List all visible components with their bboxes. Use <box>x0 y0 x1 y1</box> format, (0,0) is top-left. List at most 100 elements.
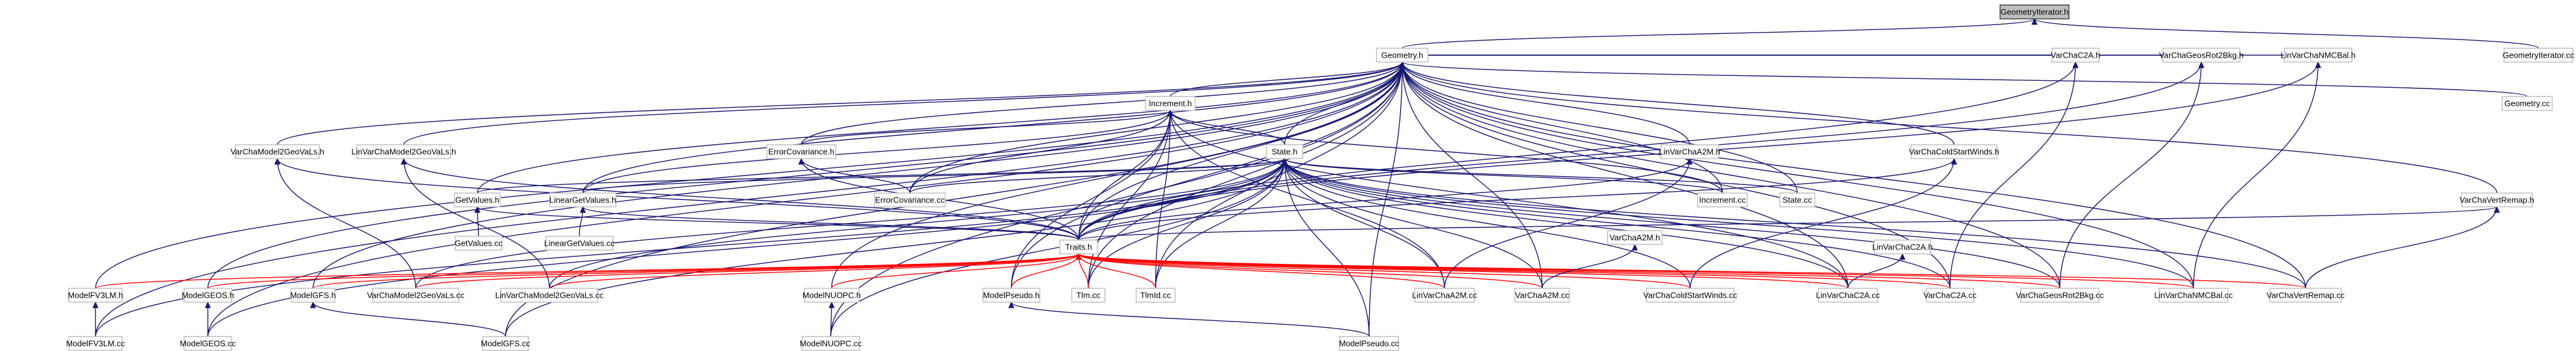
edge-linvarchanmcbal_h-to-linvarchanmcbal_cc <box>2193 61 2321 289</box>
edge-traits_h-to-varchageostrf2bkg_cc <box>1075 253 2061 289</box>
node-label: Tlm.cc <box>1076 291 1101 300</box>
node-label: Geometry.cc <box>2505 99 2550 108</box>
edge-modelfv3lm_h-to-modelfv3lm_cc <box>92 301 99 337</box>
node-label: ModelGFS.cc <box>481 339 530 348</box>
node-increment-cc[interactable]: Increment.cc <box>1697 192 1748 207</box>
node-label: VarChaA2M.cc <box>1515 291 1569 300</box>
node-label: TlmId.cc <box>1140 291 1171 300</box>
node-label: VarChaA2M.h <box>1609 233 1660 243</box>
node-getvalues-cc[interactable]: GetValues.cc <box>454 236 503 251</box>
node-label: VarChaVertRemap.cc <box>2267 291 2345 300</box>
node-label: LinVarChaC2A.h <box>1872 243 1933 252</box>
node-errorcovariance-h[interactable]: ErrorCovariance.h <box>766 144 836 159</box>
node-varchacoldstartwinds-cc[interactable]: VarChaColdStartWinds.cc <box>1643 288 1738 303</box>
node-linvarchaa2m-h[interactable]: LinVarChaA2M.h <box>1659 144 1720 159</box>
node-label: ModelFV3LM.cc <box>66 339 125 348</box>
node-varchaa2m-cc[interactable]: VarChaA2M.cc <box>1514 288 1570 303</box>
node-modelnuopc-cc[interactable]: ModelNUOPC.cc <box>800 336 862 351</box>
node-geometry-h[interactable]: Geometry.h <box>1376 48 1429 63</box>
node-modelgeos-cc[interactable]: ModelGEOS.cc <box>180 336 236 351</box>
node-label: State.cc <box>1783 196 1812 205</box>
node-varchac2a-cc[interactable]: VarChaC2A.cc <box>1923 288 1977 303</box>
node-geometryiterator-h[interactable]: GeometryIterator.h <box>1999 4 2070 19</box>
node-varchaa2m-h[interactable]: VarChaA2M.h <box>1607 230 1663 245</box>
node-varchacoldstartwinds-h[interactable]: VarChaColdStartWinds.h <box>1909 144 1999 159</box>
node-linvarchac2a-h[interactable]: LinVarChaC2A.h <box>1872 239 1933 254</box>
node-label: VarChaColdStartWinds.cc <box>1643 291 1738 300</box>
edge-varchamodel2geovars_h-to-varchamodel2geovars_cc <box>274 157 416 289</box>
node-traits-h[interactable]: Traits.h <box>1059 239 1098 254</box>
node-label: Traits.h <box>1065 243 1092 252</box>
node-varchageostrf2bkg-cc[interactable]: VarChaGeosRot2Bkg.cc <box>2016 288 2104 303</box>
node-state-h[interactable]: State.h <box>1266 144 1303 159</box>
edge-varchaa2m_h-to-varchaa2m_cc <box>1541 243 1638 289</box>
edge-geometry_h-to-modelgeos_h <box>207 61 1405 289</box>
node-label: GeometryIterator.cc <box>2503 51 2575 60</box>
node-label: VarChaGeosRot2Bkg.cc <box>2016 291 2104 300</box>
node-label: ModelPseudo.cc <box>1339 339 1400 348</box>
node-geometry-cc[interactable]: Geometry.cc <box>2502 96 2553 111</box>
node-modelfv3lm-cc[interactable]: ModelFV3LM.cc <box>66 336 125 351</box>
node-label: VarChaColdStartWinds.h <box>1909 147 1999 157</box>
node-label: ModelGEOS.cc <box>180 339 236 348</box>
node-linvarchanmcbal-h[interactable]: LinVarChaNMCBal.h <box>2281 48 2356 63</box>
node-errorcovariance-cc[interactable]: ErrorCovariance.cc <box>874 192 946 207</box>
node-lineargetvalues-h[interactable]: LinearGetValues.h <box>549 192 617 207</box>
node-label: LinearGetValues.cc <box>544 239 615 248</box>
edge-state_h-to-modelfv3lm_cc <box>95 157 1288 337</box>
edge-geometry_h-to-linvarchanmcbal_h <box>1422 52 2284 58</box>
node-modelpseudo-cc[interactable]: ModelPseudo.cc <box>1339 336 1400 351</box>
node-modelgeos-h[interactable]: ModelGEOS.h <box>182 288 234 303</box>
edge-varchavertremap_h-to-varchavertremap_cc <box>2305 206 2500 289</box>
node-label: LinVarChaA2M.cc <box>1412 291 1477 300</box>
node-linvarchanmcbal-cc[interactable]: LinVarChaNMCBal.cc <box>2154 288 2233 303</box>
node-modelgfs-cc[interactable]: ModelGFS.cc <box>481 336 530 351</box>
node-label: LinVarChaNMCBal.h <box>2281 51 2356 60</box>
node-tlm-cc[interactable]: Tlm.cc <box>1071 288 1106 303</box>
node-label: Increment.cc <box>1699 196 1746 205</box>
node-varchavertremap-h[interactable]: VarChaVertRemap.h <box>2460 192 2534 207</box>
edge-modelpseudo_h-to-modelpseudo_cc <box>1008 301 1370 337</box>
node-modelnuopc-h[interactable]: ModelNUOPC.h <box>803 288 861 303</box>
node-label: ModelNUOPC.h <box>803 291 861 300</box>
node-lineargetvalues-cc[interactable]: LinearGetValues.cc <box>544 236 615 251</box>
node-varchac2a-h[interactable]: VarChaC2A.h <box>2051 48 2100 63</box>
node-label: GeometryIterator.h <box>2001 8 2068 17</box>
edge-increment_h-to-errorcovariance_cc <box>909 109 1174 194</box>
edge-varchac2a_h-to-traits_h <box>1078 61 2079 241</box>
node-varchavertremap-cc[interactable]: VarChaVertRemap.cc <box>2267 288 2345 303</box>
node-geometryiterator-cc[interactable]: GeometryIterator.cc <box>2503 48 2575 63</box>
edge-geometryiterator_h-to-geometry_h <box>1402 18 2038 49</box>
edge-modelgeos_h-to-modelgeos_cc <box>205 301 211 337</box>
node-label: State.h <box>1271 147 1297 157</box>
node-label: LinearGetValues.h <box>550 196 617 205</box>
node-label: LinVarChaC2A.cc <box>1816 291 1881 300</box>
edge-modelnuopc_h-to-modelnuopc_cc <box>828 301 835 337</box>
node-label: LinVarChaNMCBal.cc <box>2154 291 2233 300</box>
edge-state_h-to-modelgfs_cc <box>505 157 1288 337</box>
node-state-cc[interactable]: State.cc <box>1779 192 1815 207</box>
node-linvarchamodel2geovars-h[interactable]: LinVarChaModel2GeoVaLs.h <box>351 144 456 159</box>
edge-varchavertremap_h-to-traits_h <box>1078 206 2500 241</box>
node-label: VarChaModel2GeoVaLs.cc <box>367 291 464 300</box>
edge-linvarchac2a_h-to-linvarchac2a_cc <box>1847 253 1906 289</box>
node-varchamodel2geovars-cc[interactable]: VarChaModel2GeoVaLs.cc <box>367 288 464 303</box>
node-getvalues-h[interactable]: GetValues.h <box>454 192 501 207</box>
node-varchamodel2geovars-h[interactable]: VarChaModel2GeoVaLs.h <box>230 144 324 159</box>
node-label: LinVarChaModel2GeoVaLs.h <box>351 147 456 157</box>
node-linvarchaa2m-cc[interactable]: LinVarChaA2M.cc <box>1412 288 1477 303</box>
node-label: ModelGFS.h <box>290 291 336 300</box>
edge-traits_h-to-modelgfs_h <box>312 253 1082 289</box>
node-modelfv3lm-h[interactable]: ModelFV3LM.h <box>68 288 123 303</box>
node-label: LinVarChaA2M.h <box>1659 147 1720 157</box>
node-modelgfs-h[interactable]: ModelGFS.h <box>290 288 336 303</box>
node-linvarchamodel2geovars-cc[interactable]: LinVarChaModel2GeoVaLs.cc <box>495 288 603 303</box>
edge-linvarchamodel2geovars_h-to-traits_h <box>401 157 1079 241</box>
node-modelpseudo-h[interactable]: ModelPseudo.h <box>982 288 1040 303</box>
node-increment-h[interactable]: Increment.h <box>1145 96 1196 111</box>
edge-lineargetvalues_h-to-traits_h <box>580 206 1079 241</box>
node-linvarchac2a-cc[interactable]: LinVarChaC2A.cc <box>1816 288 1881 303</box>
node-tlmid-cc[interactable]: TlmId.cc <box>1136 288 1176 303</box>
edge-linvarchaa2m_h-to-traits_h <box>1078 157 1693 241</box>
node-varchageostrf2bkg-h[interactable]: VarChaGeosRot2Bkg.h <box>2159 48 2244 63</box>
